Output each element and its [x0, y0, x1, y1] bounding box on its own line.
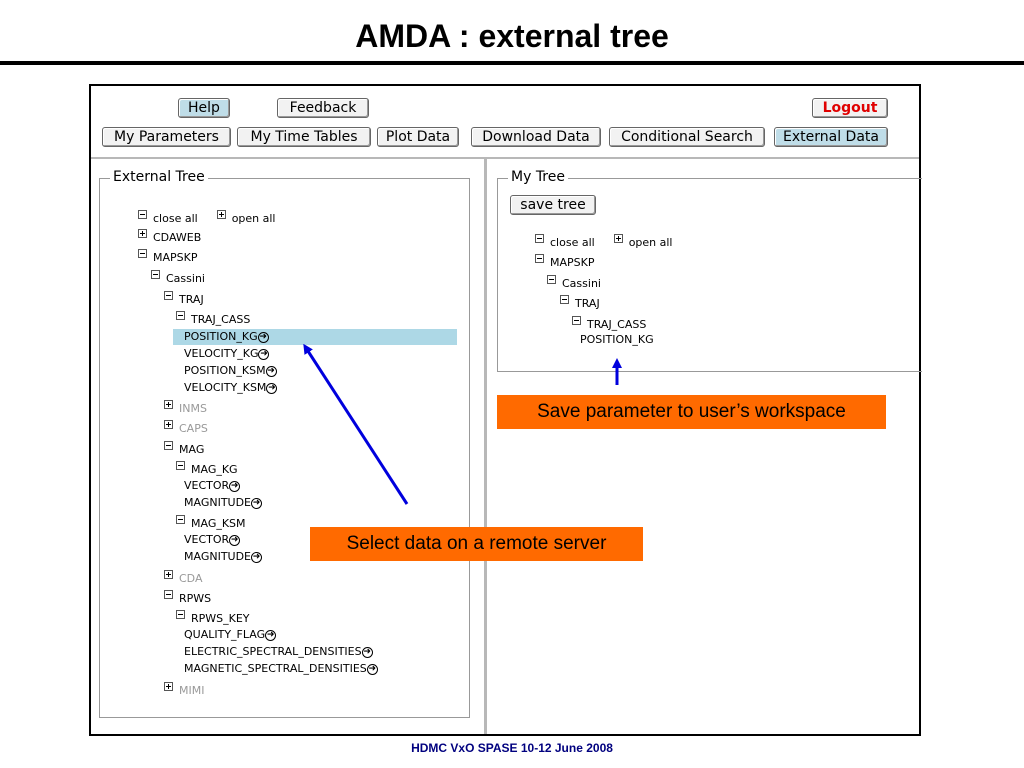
- minus-box-icon[interactable]: [151, 270, 160, 279]
- title-rule: [0, 61, 1024, 65]
- tab-plot-data[interactable]: Plot Data: [377, 127, 459, 147]
- tree-node-inms[interactable]: INMS: [164, 400, 207, 416]
- arrow-right-circle-icon[interactable]: ➜: [265, 366, 277, 377]
- logout-button[interactable]: Logout: [812, 98, 888, 118]
- minus-box-icon[interactable]: [176, 311, 185, 320]
- my-tree-node-traj-cass[interactable]: TRAJ_CASS: [572, 316, 646, 332]
- panel-splitter[interactable]: [484, 159, 487, 734]
- tree-node-mag-kg[interactable]: MAG_KG: [176, 461, 238, 477]
- tree-leaf-vector-ksm[interactable]: VECTOR➜: [184, 533, 241, 546]
- arrow-right-circle-icon[interactable]: ➜: [229, 481, 241, 492]
- minus-box-icon[interactable]: [535, 234, 544, 243]
- minus-box-icon[interactable]: [138, 210, 147, 219]
- plus-box-icon[interactable]: [164, 400, 173, 409]
- tab-my-parameters[interactable]: My Parameters: [102, 127, 231, 147]
- external-tree-legend: External Tree: [110, 169, 208, 185]
- plus-box-icon[interactable]: [138, 229, 147, 238]
- minus-box-icon[interactable]: [535, 254, 544, 263]
- tree-node-traj[interactable]: TRAJ: [164, 291, 204, 307]
- my-tree-controls: close all open all: [535, 234, 673, 250]
- minus-box-icon[interactable]: [560, 295, 569, 304]
- help-button[interactable]: Help: [178, 98, 230, 118]
- callout-select-remote: Select data on a remote server: [310, 527, 643, 561]
- arrow-right-circle-icon[interactable]: ➜: [266, 383, 278, 394]
- minus-box-icon[interactable]: [164, 590, 173, 599]
- tree-node-traj-cass[interactable]: TRAJ_CASS: [176, 311, 250, 327]
- tree-node-rpws-key[interactable]: RPWS_KEY: [176, 610, 250, 626]
- arrow-right-circle-icon[interactable]: ➜: [251, 498, 263, 509]
- my-tree-leaf-position-kg[interactable]: POSITION_KG: [580, 333, 654, 346]
- tree-leaf-electric-spectral-densities[interactable]: ELECTRIC_SPECTRAL_DENSITIES➜: [184, 645, 373, 658]
- my-tree-node-traj[interactable]: TRAJ: [560, 295, 600, 311]
- tab-conditional-search[interactable]: Conditional Search: [609, 127, 765, 147]
- tree-node-mimi[interactable]: MIMI: [164, 682, 204, 698]
- save-tree-button[interactable]: save tree: [510, 195, 596, 215]
- tree-leaf-velocity-ksm[interactable]: VELOCITY_KSM➜: [184, 381, 278, 394]
- tab-download-data[interactable]: Download Data: [471, 127, 601, 147]
- my-tree-legend: My Tree: [508, 169, 568, 185]
- tree-leaf-quality-flag[interactable]: QUALITY_FLAG➜: [184, 628, 277, 641]
- minus-box-icon[interactable]: [164, 441, 173, 450]
- tree-leaf-position-kg[interactable]: POSITION_KG➜: [173, 329, 457, 345]
- open-all-link[interactable]: open all: [231, 212, 276, 225]
- plus-box-icon[interactable]: [164, 570, 173, 579]
- tree-node-mag-ksm[interactable]: MAG_KSM: [176, 515, 246, 531]
- slide-footer: HDMC VxO SPASE 10-12 June 2008: [411, 741, 613, 755]
- arrow-right-circle-icon[interactable]: ➜: [366, 664, 378, 675]
- tree-leaf-vector-kg[interactable]: VECTOR➜: [184, 479, 241, 492]
- slide-title: AMDA : external tree: [355, 18, 669, 54]
- feedback-button[interactable]: Feedback: [277, 98, 369, 118]
- tree-node-mapskp[interactable]: MAPSKP: [138, 249, 197, 265]
- tab-my-time-tables[interactable]: My Time Tables: [237, 127, 371, 147]
- tree-node-cdaweb[interactable]: CDAWEB: [138, 229, 201, 245]
- minus-box-icon[interactable]: [164, 291, 173, 300]
- tree-leaf-magnitude-kg[interactable]: MAGNITUDE➜: [184, 496, 263, 509]
- tab-external-data[interactable]: External Data: [774, 127, 888, 147]
- toolbar-divider: [91, 157, 919, 159]
- my-tree-panel: My Tree: [497, 169, 922, 372]
- arrow-right-circle-icon[interactable]: ➜: [265, 630, 277, 641]
- tree-node-rpws[interactable]: RPWS: [164, 590, 211, 606]
- minus-box-icon[interactable]: [176, 515, 185, 524]
- arrow-right-circle-icon[interactable]: ➜: [257, 332, 269, 343]
- arrow-right-circle-icon[interactable]: ➜: [229, 535, 241, 546]
- my-tree-node-mapskp[interactable]: MAPSKP: [535, 254, 594, 270]
- minus-box-icon[interactable]: [176, 610, 185, 619]
- my-tree-node-cassini[interactable]: Cassini: [547, 275, 601, 291]
- tree-leaf-position-ksm[interactable]: POSITION_KSM➜: [184, 364, 277, 377]
- minus-box-icon[interactable]: [138, 249, 147, 258]
- tree-node-mag[interactable]: MAG: [164, 441, 204, 457]
- tree-controls: close all open all: [138, 210, 276, 226]
- minus-box-icon[interactable]: [572, 316, 581, 325]
- minus-box-icon[interactable]: [176, 461, 185, 470]
- callout-save-parameter: Save parameter to user’s workspace: [497, 395, 886, 429]
- arrow-right-circle-icon[interactable]: ➜: [251, 552, 263, 563]
- arrow-right-circle-icon[interactable]: ➜: [258, 349, 270, 360]
- plus-box-icon[interactable]: [164, 420, 173, 429]
- plus-box-icon[interactable]: [613, 234, 623, 243]
- close-all-link[interactable]: close all: [153, 212, 198, 225]
- minus-box-icon[interactable]: [547, 275, 556, 284]
- tree-node-cda[interactable]: CDA: [164, 570, 202, 586]
- plus-box-icon[interactable]: [164, 682, 173, 691]
- tree-leaf-magnitude-ksm[interactable]: MAGNITUDE➜: [184, 550, 263, 563]
- external-tree-panel: External Tree: [99, 169, 470, 718]
- plus-box-icon[interactable]: [216, 210, 226, 219]
- arrow-right-circle-icon[interactable]: ➜: [361, 647, 373, 658]
- tree-leaf-magnetic-spectral-densities[interactable]: MAGNETIC_SPECTRAL_DENSITIES➜: [184, 662, 378, 675]
- tree-node-cassini[interactable]: Cassini: [151, 270, 205, 286]
- tree-leaf-velocity-kg[interactable]: VELOCITY_KG➜: [184, 347, 270, 360]
- my-close-all-link[interactable]: close all: [550, 236, 595, 249]
- my-open-all-link[interactable]: open all: [628, 236, 673, 249]
- tree-node-caps[interactable]: CAPS: [164, 420, 208, 436]
